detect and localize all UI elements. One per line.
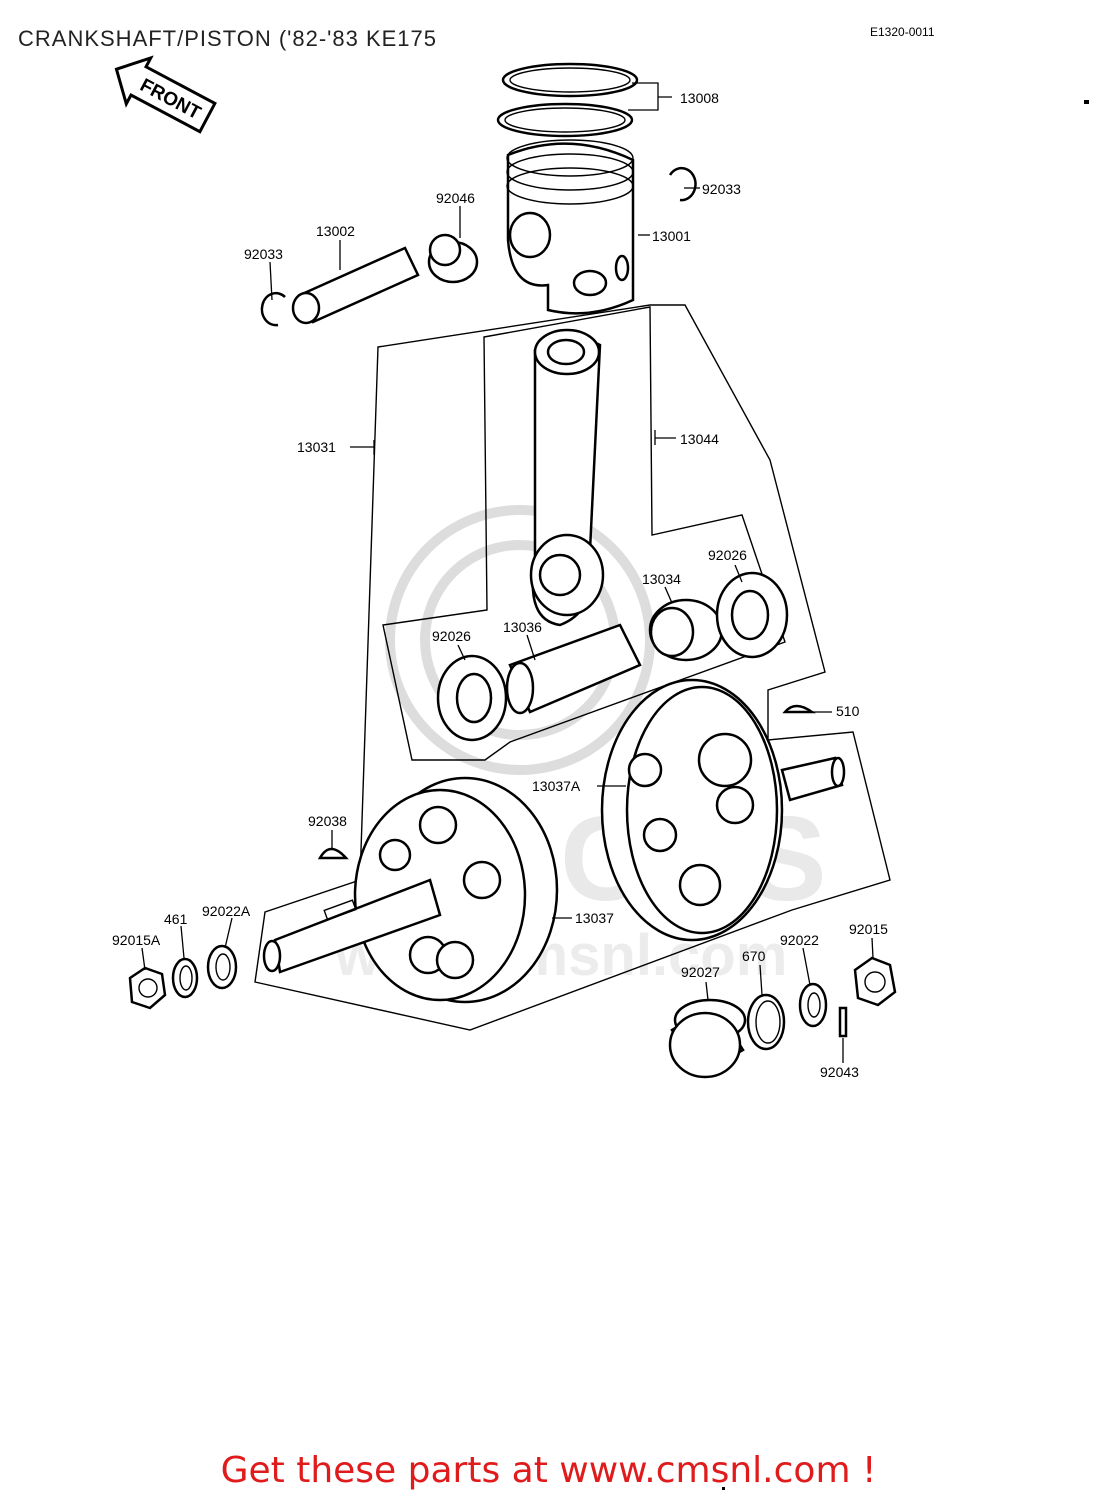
part-label-92033-left: 92033 [244, 246, 283, 262]
crankshaft-assembly-outline [254, 304, 891, 1031]
part-label-92038: 92038 [308, 813, 347, 829]
part-label-13034: 13034 [642, 571, 681, 587]
crank-pin [505, 623, 642, 715]
bushing-92027 [668, 998, 747, 1079]
part-label-92033-right: 92033 [702, 181, 741, 197]
flywheel-right [600, 678, 846, 942]
part-label-13031: 13031 [297, 439, 336, 455]
woodruff-key-92038 [317, 847, 349, 860]
circlip-left [260, 291, 286, 327]
thrust-washer-left [436, 654, 508, 742]
nut-92015 [853, 956, 897, 1007]
pin-92043 [838, 1006, 848, 1038]
front-arrow-icon: FRONT [114, 55, 217, 134]
washer-92022A [206, 944, 238, 990]
part-label-13037A: 13037A [532, 778, 581, 794]
part-label-92026-right: 92026 [708, 547, 747, 563]
part-label-13036: 13036 [503, 619, 542, 635]
thrust-washer-right [715, 571, 789, 659]
oring-670 [746, 993, 786, 1051]
connecting-rod-outline [382, 306, 786, 761]
small-end-bearing [427, 233, 479, 284]
part-label-510: 510 [836, 703, 860, 719]
part-label-92027: 92027 [681, 964, 720, 980]
part-label-92022: 92022 [780, 932, 819, 948]
connecting-rod [529, 328, 605, 627]
part-label-92015A: 92015A [112, 932, 161, 948]
washer-461 [171, 957, 199, 999]
big-end-bearing [648, 598, 724, 662]
part-label-13044: 13044 [680, 431, 719, 447]
circlip-right [668, 166, 697, 202]
woodruff-key-510 [782, 704, 816, 714]
margin-mark [1084, 100, 1089, 104]
piston [506, 139, 635, 315]
footer-dot [722, 1487, 725, 1490]
part-label-461: 461 [164, 911, 188, 927]
part-label-670: 670 [742, 948, 766, 964]
flywheel-left [262, 776, 559, 1004]
part-label-13037: 13037 [575, 910, 614, 926]
washer-92022 [798, 982, 828, 1028]
leader-lines [141, 82, 874, 1063]
promo-link[interactable]: Get these parts at www.cmsnl.com ! [220, 1450, 877, 1491]
part-label-92015: 92015 [849, 921, 888, 937]
part-label-13001: 13001 [652, 228, 691, 244]
piston-rings [496, 62, 639, 138]
part-label-92043: 92043 [820, 1064, 859, 1080]
part-label-92026-left: 92026 [432, 628, 471, 644]
nut-92015A [128, 966, 167, 1010]
piston-pin [291, 246, 420, 325]
diagram-code: E1320-0011 [870, 25, 935, 39]
part-label-92046: 92046 [436, 190, 475, 206]
part-label-13002: 13002 [316, 223, 355, 239]
part-label-92022A: 92022A [202, 903, 251, 919]
diagram-title: CRANKSHAFT/PISTON ('82-'83 KE175 [18, 26, 437, 51]
part-label-13008: 13008 [680, 90, 719, 106]
